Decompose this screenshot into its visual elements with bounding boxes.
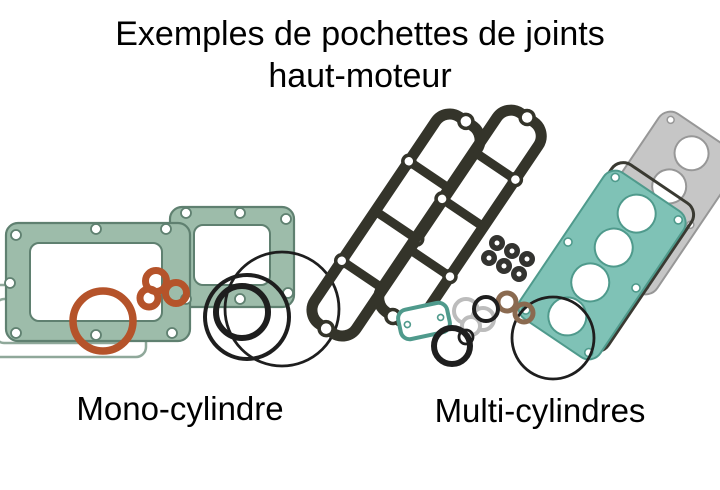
- mono-cylinder-label: Mono-cylindre: [76, 390, 284, 427]
- multi-cylinder-label: Multi-cylindres: [434, 392, 646, 429]
- gasket-kits-figure: [0, 95, 720, 395]
- page-title: Exemples de pochettes de joints haut-mot…: [0, 13, 720, 97]
- large-thin-o-ring: [510, 295, 596, 381]
- gasket-kits-illustration: [0, 104, 720, 381]
- copper-washers: [69, 267, 190, 355]
- mono-cylinder-gasket-kit: [0, 205, 341, 368]
- valve-stem-seals: [481, 235, 535, 282]
- title-line-1: Exemples de pochettes de joints: [115, 15, 605, 53]
- multi-cylinder-gasket-kit: [306, 104, 720, 381]
- mono-o-rings: [203, 250, 341, 368]
- teal-head-gasket: [517, 169, 687, 361]
- valve-cover-gasket-2: [373, 104, 547, 330]
- multi-o-rings: [431, 295, 500, 367]
- title-line-2: haut-moteur: [268, 57, 452, 96]
- small-teal-gasket: [396, 300, 452, 342]
